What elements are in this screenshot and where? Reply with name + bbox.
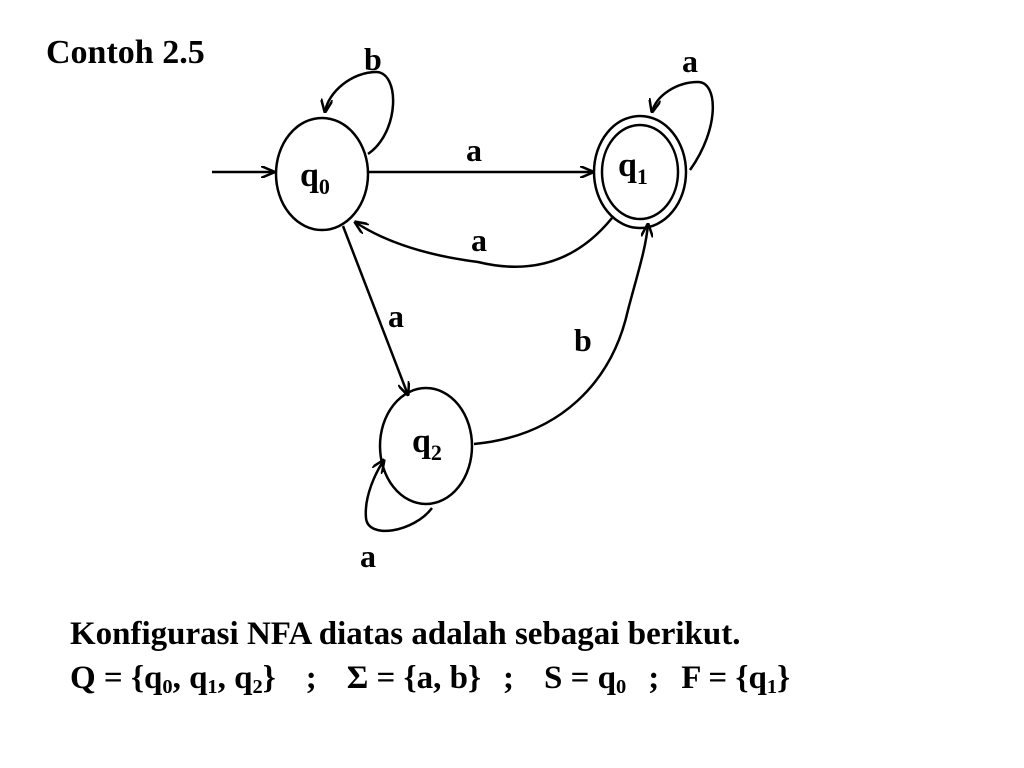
- edge-q1-q0-label: a: [471, 222, 487, 258]
- q-set-item-q0: q0,: [143, 660, 190, 699]
- slide-title: Contoh 2.5: [46, 34, 205, 71]
- edge-q0-q1-label: a: [466, 132, 482, 168]
- edge-q1-q1: [652, 80, 715, 171]
- state-q0: q0: [274, 116, 370, 232]
- final-set-def: F = {q1}: [681, 660, 791, 699]
- q-set-prefix: Q = {: [70, 660, 144, 696]
- separator-1: ;: [305, 660, 317, 696]
- state-q1-outer-ring: [592, 114, 688, 230]
- edge-q0-q2: [341, 225, 408, 395]
- state-q1: q1: [592, 114, 688, 230]
- state-q1-sub: 1: [637, 164, 648, 189]
- state-q2-label: q: [412, 423, 431, 460]
- state-q1-label: q: [618, 147, 637, 184]
- q-set-item-q1: q1,: [189, 660, 235, 699]
- nfa-description: Konfigurasi NFA diatas adalah sebagai be…: [70, 612, 790, 700]
- edge-q0-q0: [325, 70, 395, 156]
- edge-q2-q2: [364, 460, 433, 533]
- svg-text:q0: q0: [300, 157, 330, 199]
- edge-q2-q1: [473, 224, 648, 446]
- edge-q2-q1-label: b: [574, 322, 592, 358]
- description-line-2: Q = {q0, q1, q2}; Σ = {a, b}; S = q0; F = {…: [70, 656, 790, 700]
- state-q2-sub: 2: [431, 440, 442, 465]
- svg-text:q1: q1: [618, 147, 648, 189]
- description-line-1: Konfigurasi NFA diatas adalah sebagai be…: [70, 616, 741, 652]
- state-q0-label: q: [300, 157, 319, 194]
- sigma-set: Σ = {a, b}: [346, 660, 481, 696]
- separator-2: ;: [502, 660, 514, 696]
- edge-q2-q2-label: a: [360, 538, 376, 574]
- state-q2: q2: [378, 386, 474, 506]
- edge-q1-q0: [355, 217, 613, 269]
- edge-q0-q2-label: a: [388, 298, 404, 334]
- edge-q1-q1-label: a: [682, 43, 698, 79]
- separator-3: ;: [648, 660, 660, 696]
- edge-q0-q0-label: b: [364, 41, 382, 77]
- q-set-suffix: }: [262, 660, 276, 696]
- svg-text:q2: q2: [412, 423, 442, 465]
- start-state-def: S = q0: [543, 660, 627, 699]
- state-q1-inner-ring: [600, 123, 680, 221]
- state-q0-sub: 0: [319, 174, 330, 199]
- q-set-item-q2: q2: [234, 660, 263, 699]
